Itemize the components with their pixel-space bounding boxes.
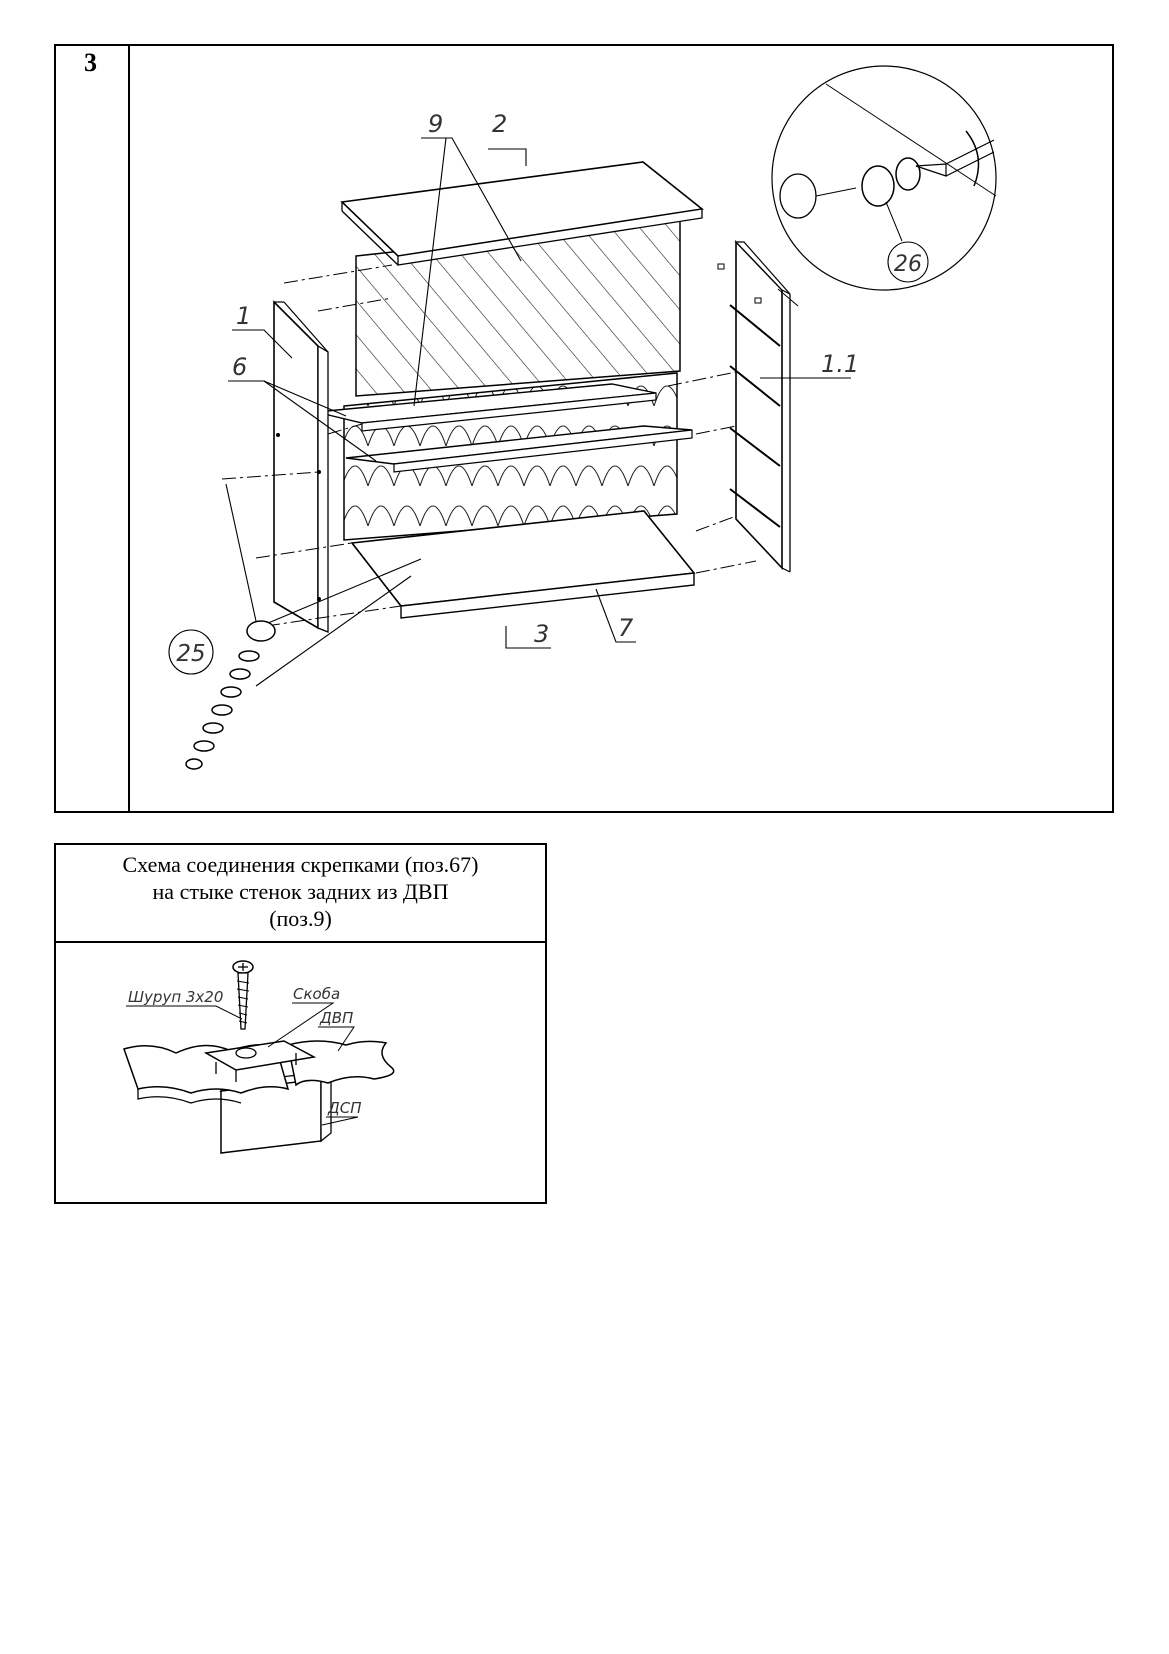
part-label-1-1: 1.1: [821, 350, 859, 378]
scheme-title-line-3: (поз.9): [269, 906, 332, 931]
leader-lines: [225, 137, 851, 687]
screw-3x20: [232, 960, 254, 1030]
part-label-25: 25: [176, 641, 205, 667]
assembly-guide-lines: [221, 264, 757, 627]
label-fiberboard: ДВП: [319, 1009, 353, 1027]
scheme-leaders: [126, 1002, 359, 1126]
label-particleboard: ДСП: [327, 1099, 361, 1117]
left-side-panel: [273, 300, 329, 633]
part-26-callout: 26: [887, 241, 929, 283]
staple-joint-drawing: Шуруп 3х20 Скоба ДВП ДСП: [123, 960, 395, 1154]
scheme-title: Схема соединения скрепками (поз.67) на с…: [56, 845, 545, 943]
top-panel: [340, 161, 704, 266]
part-label-7: 7: [618, 614, 634, 642]
part-label-3: 3: [534, 620, 549, 648]
screw-25-detail: [185, 620, 276, 770]
label-bracket: Скоба: [293, 985, 340, 1003]
staple-joint-scheme: Схема соединения скрепками (поз.67) на с…: [54, 843, 547, 1204]
part-label-26: 26: [894, 252, 922, 277]
assembly-step-frame: 3: [54, 44, 1114, 813]
part-label-2: 2: [492, 110, 507, 138]
label-screw: Шуруп 3х20: [128, 988, 223, 1006]
exploded-assembly-drawing: 25 26 9 2 1 6 1.1 3 7: [168, 65, 997, 770]
step-number: 3: [84, 48, 97, 77]
detail-view-26: [771, 65, 997, 307]
right-side-panel: [717, 240, 791, 573]
step-number-cell: 3: [56, 46, 130, 811]
part-label-6: 6: [232, 353, 247, 381]
part-label-1: 1: [236, 302, 251, 330]
part-25-callout: 25: [168, 629, 214, 675]
part-label-9: 9: [428, 110, 443, 138]
shelves: [315, 383, 693, 473]
staple-bracket: [203, 1040, 317, 1082]
bottom-panel: [350, 510, 696, 619]
scheme-title-line-2: на стыке стенок задних из ДВП: [152, 879, 449, 904]
scheme-title-line-1: Схема соединения скрепками (поз.67): [122, 852, 479, 877]
